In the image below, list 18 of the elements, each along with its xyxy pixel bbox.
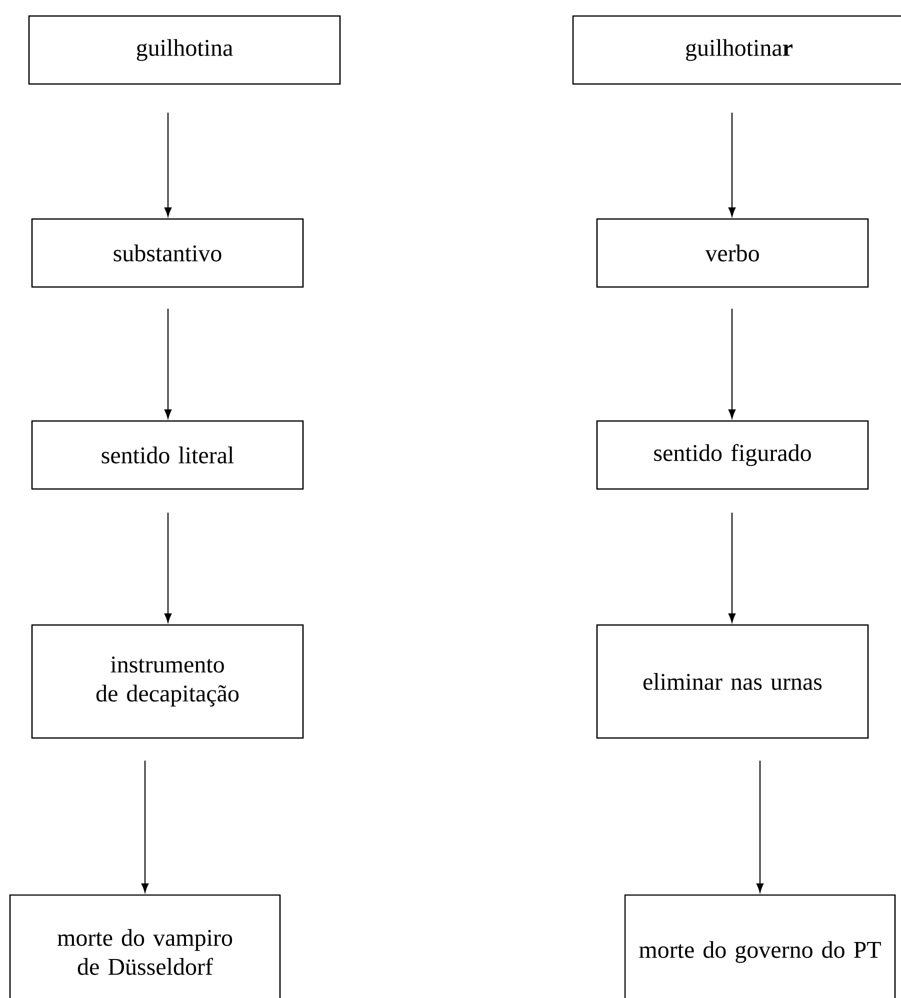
- arrow: [728, 512, 736, 623]
- process-box: morte do governo do PT: [624, 894, 896, 998]
- process-box: substantivo: [31, 218, 304, 288]
- process-box: eliminar nas urnas: [596, 624, 869, 739]
- arrow: [756, 760, 764, 893]
- process-box: sentido figurado: [596, 420, 869, 490]
- process-box: instrumento de decapitação: [31, 624, 304, 739]
- process-box: verbo: [596, 218, 869, 288]
- arrow: [164, 112, 172, 217]
- process-box: guilhotina: [28, 15, 341, 85]
- arrow: [728, 308, 736, 419]
- process-box: morte do vampiro de Düsseldorf: [9, 894, 281, 998]
- process-box: sentido literal: [31, 420, 304, 490]
- arrow: [164, 308, 172, 419]
- arrow: [141, 760, 149, 893]
- arrow: [728, 112, 736, 217]
- arrow: [164, 512, 172, 623]
- process-box: guilhotinar: [572, 15, 901, 85]
